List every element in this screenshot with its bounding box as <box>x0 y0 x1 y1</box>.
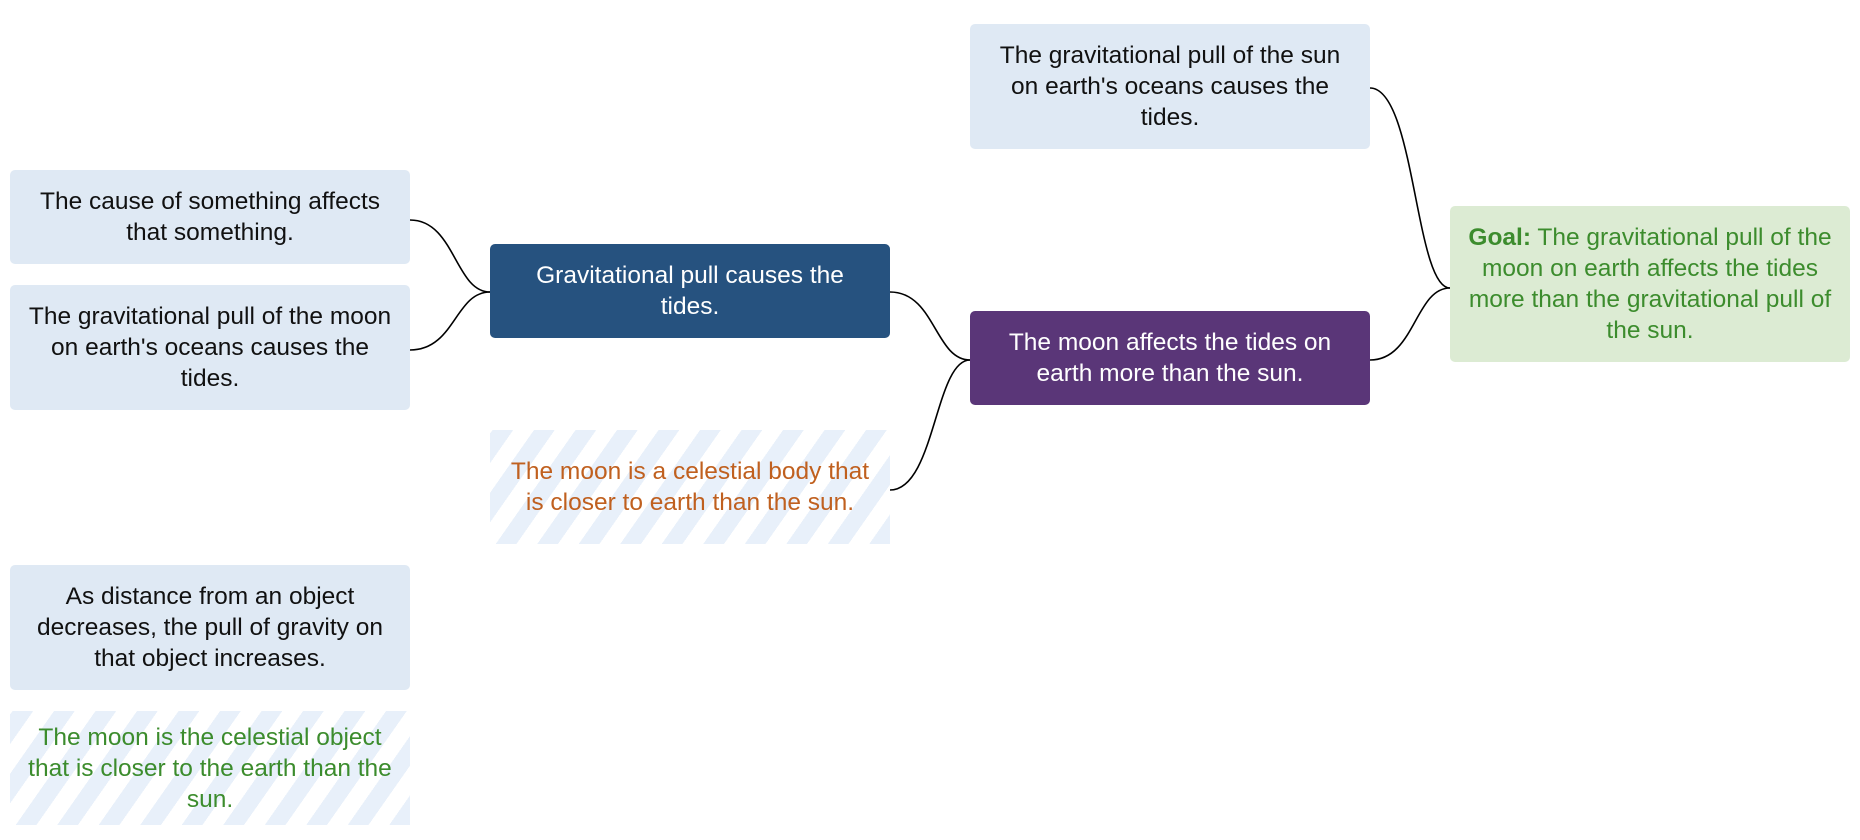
node-moon-affects-hypothesis: The moon affects the tides on earth more… <box>970 311 1370 405</box>
node-cause-fact-text: The cause of something affects that some… <box>39 188 381 246</box>
node-moon-pull-fact: The gravitational pull of the moon on ea… <box>10 285 410 410</box>
node-gravity-hypothesis-text: Gravitational pull causes the tides. <box>536 262 844 320</box>
node-sun-pull-fact: The gravitational pull of the sun on ear… <box>970 24 1370 149</box>
connector-cause-to-gravity <box>409 219 491 293</box>
node-cause-fact: The cause of something affects that some… <box>10 170 410 264</box>
node-distance-fact-text: As distance from an object decreases, th… <box>37 583 383 672</box>
node-gravity-hypothesis: Gravitational pull causes the tides. <box>490 244 890 338</box>
connector-gravity-to-moonaffects <box>889 291 971 361</box>
node-goal-label: Goal: <box>1468 224 1532 251</box>
node-moon-pull-fact-text: The gravitational pull of the moon on ea… <box>28 303 392 392</box>
node-moon-affects-hypothesis-text: The moon affects the tides on earth more… <box>1008 329 1332 387</box>
node-moon-closer-green: The moon is the celestial object that is… <box>10 711 410 825</box>
connector-mooncloser-to-moonaffects <box>889 359 971 491</box>
node-moon-closer-orange-text: The moon is a celestial body that is clo… <box>510 458 870 516</box>
connector-moonaffects-to-goal <box>1369 287 1451 361</box>
connector-sunpull-to-goal <box>1369 87 1451 289</box>
node-goal: Goal: The gravitational pull of the moon… <box>1450 206 1850 362</box>
node-distance-fact: As distance from an object decreases, th… <box>10 565 410 690</box>
connector-moonpull-to-gravity <box>409 291 491 351</box>
node-sun-pull-fact-text: The gravitational pull of the sun on ear… <box>999 42 1341 131</box>
node-moon-closer-orange: The moon is a celestial body that is clo… <box>490 430 890 544</box>
node-goal-content: Goal: The gravitational pull of the moon… <box>1466 222 1834 346</box>
node-moon-closer-green-text: The moon is the celestial object that is… <box>28 723 392 813</box>
node-goal-text: The gravitational pull of the moon on ea… <box>1468 224 1832 344</box>
